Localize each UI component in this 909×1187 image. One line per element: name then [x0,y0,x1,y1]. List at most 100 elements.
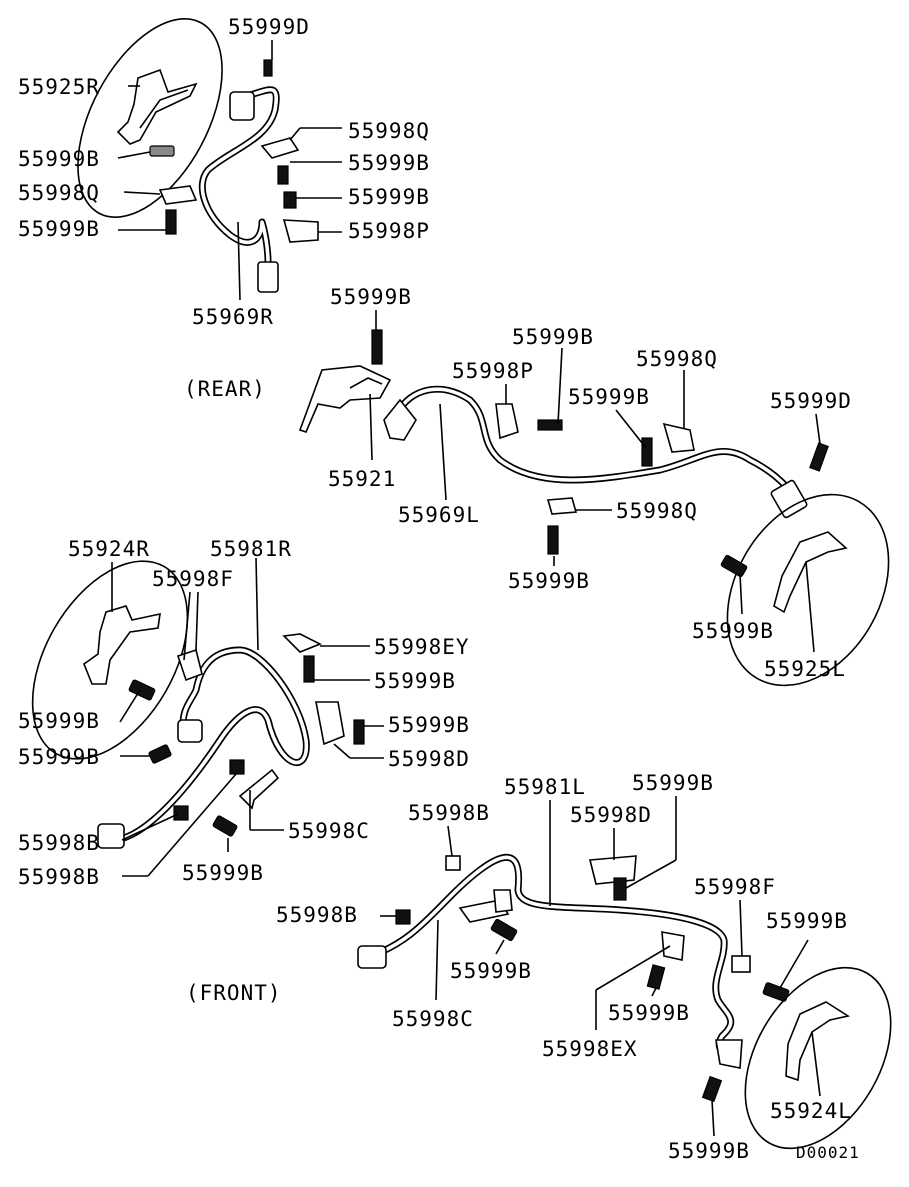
part-label: 55998B [276,903,358,927]
part-label: 55999B [374,669,456,693]
clip-icon [395,909,411,925]
bolt-icon [149,145,175,157]
bolt-icon [212,815,238,837]
part-label: 55999B [608,1001,690,1025]
connector-icon [257,261,279,293]
bolt-icon [148,744,172,764]
clip-icon [731,955,751,973]
part-label: 55998P [452,359,534,383]
part-label: 55998B [18,865,100,889]
rear-sensor-bracket [298,365,392,433]
connector-icon [177,719,203,743]
part-label: 55999B [182,861,264,885]
clip-icon [176,648,203,682]
part-label: 55999B [508,569,590,593]
part-label: 55998B [408,801,490,825]
part-label: 55998Q [616,499,698,523]
part-label: 55998Q [636,347,718,371]
clip-icon [546,497,578,515]
part-label: 55999B [388,713,470,737]
part-label: 55925L [764,657,846,681]
front-left-sensor-bracket [785,1001,851,1082]
bolt-icon [720,554,748,578]
part-label: 55969R [192,305,274,329]
connector-icon [357,945,387,969]
front-left-wheel-outline [744,966,892,1150]
part-label: 55999B [330,285,412,309]
connector-icon [770,479,808,519]
part-label: 55999B [18,745,100,769]
bolt-icon [613,877,627,901]
part-label: 55999B [348,185,430,209]
part-label: 55999B [512,325,594,349]
clip-icon [282,633,322,653]
bolt-icon [283,191,297,209]
connector-icon [229,91,255,121]
part-label: 55998Q [348,119,430,143]
bolt-icon [263,59,273,77]
part-label: 55981R [210,537,292,561]
front-right-wheel-outline [31,560,189,760]
part-label: 55998F [694,875,776,899]
bolt-icon [490,918,518,942]
part-label: 55999B [450,959,532,983]
clip-icon [445,855,461,871]
connector-icon [97,823,125,849]
rear-right-group: 55999D 55925R 55998Q 55999B 55999B 55998… [18,15,430,329]
part-label: 55998Q [18,181,100,205]
clip-icon [173,805,189,821]
bolt-icon [547,525,559,555]
clip-icon [282,219,319,243]
part-label: 55999B [348,151,430,175]
bolt-icon [641,437,653,467]
part-label: 55998D [570,803,652,827]
bolt-icon [371,329,383,365]
bolt-icon [809,442,829,472]
part-label: 55998C [288,819,370,843]
bolt-icon [701,1075,723,1103]
part-label: 55999B [692,619,774,643]
rear-left-wheel-outline [726,493,890,687]
part-label: 55999B [18,147,100,171]
part-label: 55998F [152,567,234,591]
front-right-sensor-bracket [83,605,161,685]
part-label: 55999B [18,709,100,733]
bolt-icon [353,719,365,745]
part-label: 55924L [770,1099,852,1123]
rear-left-group: (REAR) 559 [184,285,890,687]
clip-icon [493,889,513,913]
sensor-icon [715,1039,743,1069]
clip-icon [158,185,198,205]
part-label: 55999B [668,1139,750,1163]
drawing-id: D00021 [796,1143,860,1162]
part-label: 55998EY [374,635,470,659]
rear-right-wheel-outline [77,18,223,218]
part-label: 55999D [228,15,310,39]
front-left-group: (FRONT) [186,771,892,1163]
part-label: 55998B [18,831,100,855]
bolt-icon [303,655,315,683]
clip-icon [229,759,245,775]
clip-icon [315,701,345,746]
bolt-icon [128,679,156,701]
part-label: 55998C [392,1007,474,1031]
part-label: 55999B [766,909,848,933]
bolt-icon [646,964,666,990]
sensor-icon [383,398,417,441]
clip-icon [238,768,280,810]
clip-icon [662,422,695,453]
part-label: 55998EX [542,1037,638,1061]
part-label: 55998D [388,747,470,771]
section-title-front: (FRONT) [186,981,282,1005]
clip-icon [661,931,685,961]
front-right-group: 55924R 55981R 55998F 55998EY 55999B 5599… [18,537,470,889]
rear-left-sensor-bracket [773,531,848,614]
clip-icon [495,403,519,440]
part-label: 55998P [348,219,430,243]
clip-icon [260,137,300,159]
part-label: 55981L [504,775,586,799]
part-label: 55921 [328,467,396,491]
part-label: 55924R [68,537,150,561]
part-label: 55925R [18,75,100,99]
